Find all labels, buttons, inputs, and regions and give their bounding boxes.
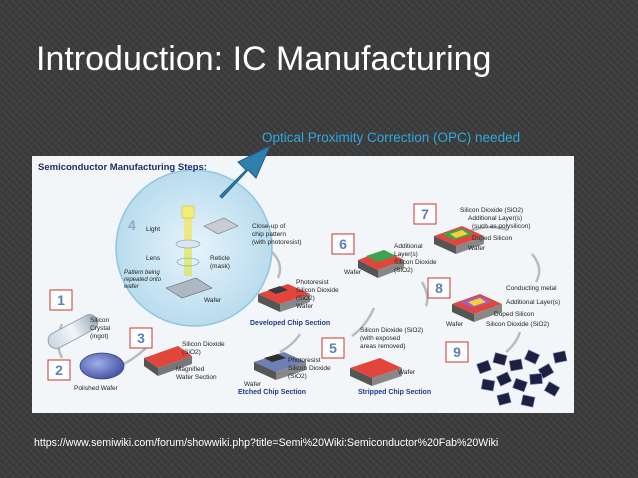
diagram-heading: Semiconductor Manufacturing Steps: [38, 162, 207, 173]
step-5-stripped: 5 Silicon Dioxide (SiO2) (with exposed a… [321, 327, 431, 396]
stage-wafer [165, 277, 213, 299]
step-number: 5 [329, 340, 337, 356]
oxide-label: Silicon Dioxide (SiO2) [182, 341, 226, 356]
lens [175, 239, 201, 249]
step-2-wafer: 2 Polished Wafer [47, 352, 125, 392]
slide-title: Introduction: IC Manufacturing [36, 40, 492, 78]
magnified-label: Magnified Wafer Section [176, 366, 217, 381]
step-1-ingot: 1 Silicon Crystal (ingot) [47, 289, 112, 349]
diced-chips [476, 349, 568, 408]
developed-chip-section: Photoresist Silicon Dioxide (SiO2) Wafer… [250, 279, 340, 327]
process-flow-arrows [56, 225, 541, 368]
step-number: 8 [435, 280, 443, 296]
step8-wafer-label: Wafer [446, 321, 464, 328]
developed-section-title: Developed Chip Section [250, 320, 330, 327]
step-7-doping: 7 Silicon Dioxide (SiO2) Additional Laye… [413, 203, 532, 254]
step-number-box [321, 337, 345, 359]
opc-arrow-icon [219, 144, 272, 199]
step-number-box [445, 341, 469, 363]
step-number: 1 [57, 292, 65, 308]
silicon-ingot [47, 314, 99, 349]
pattern-label: Pattern being repeated onto wafer [124, 270, 163, 290]
etched-labels: Photoresist Silicon Dioxide (SiO2) [288, 357, 332, 380]
step-9-chips: 9 [445, 341, 568, 408]
step-number: 9 [453, 344, 461, 360]
magnifier-circle [115, 169, 273, 327]
light-source [181, 205, 195, 219]
lens-ring [176, 257, 200, 267]
ingot-label: Silicon Crystal (ingot) [90, 317, 112, 340]
lens-label: Lens [146, 255, 161, 262]
oxide-block [144, 346, 192, 368]
step-number: 7 [421, 206, 429, 222]
step-4-lithography: 4 Light Lens Pattern being repeated onto… [124, 205, 239, 304]
step-number-box [427, 277, 451, 299]
step-6-layers: 6 Additional Layer(s) Silicon Dioxide (S… [331, 233, 438, 278]
stripped-wafer-label: Wafer [398, 369, 416, 376]
source-url: https://www.semiwiki.com/forum/showwiki.… [34, 437, 499, 449]
step-3-oxide: 3 Silicon Dioxide (SiO2) Magnified Wafer… [129, 327, 226, 381]
polished-wafer [79, 352, 125, 380]
reticle-label: Reticle (mask) [210, 255, 232, 270]
step6-wafer-label: Wafer [344, 269, 362, 276]
step-number-box [413, 203, 437, 225]
step8-labels: Conducting metal Additional Layer(s) Dop… [486, 285, 562, 328]
reticle [203, 217, 239, 235]
step-number: 6 [339, 236, 347, 252]
step-number-box [129, 327, 153, 349]
closeup-label: Close-up of chip pattern (with photoresi… [252, 223, 302, 246]
step-number-box [47, 359, 71, 381]
step-number: 4 [128, 217, 136, 233]
etched-chip-section: Photoresist Silicon Dioxide (SiO2) Wafer… [238, 352, 332, 396]
etched-wafer-label: Wafer [244, 381, 262, 388]
step-number: 2 [55, 362, 63, 378]
polished-wafer-label: Polished Wafer [74, 385, 119, 392]
developed-labels: Photoresist Silicon Dioxide (SiO2) Wafer [296, 279, 340, 310]
etched-section-title: Etched Chip Section [238, 389, 306, 396]
step-8-metal: 8 Conducting metal Additional Layer(s) D… [427, 277, 562, 328]
opc-note: Optical Proximity Correction (OPC) neede… [262, 130, 521, 145]
step7-labels: Silicon Dioxide (SiO2) Additional Layer(… [460, 207, 532, 252]
step6-labels: Additional Layer(s) Silicon Dioxide (SiO… [394, 243, 438, 274]
light-label: Light [146, 226, 160, 233]
step-number-box [49, 289, 73, 311]
wafer-label: Wafer [204, 297, 222, 304]
stripped-section-title: Stripped Chip Section [358, 389, 431, 396]
step-number-box [331, 233, 355, 255]
manufacturing-diagram: Semiconductor Manufacturing Steps: 1 Sil… [32, 156, 574, 413]
stripped-labels: Silicon Dioxide (SiO2) (with exposed are… [360, 327, 425, 350]
step-number: 3 [137, 330, 145, 346]
